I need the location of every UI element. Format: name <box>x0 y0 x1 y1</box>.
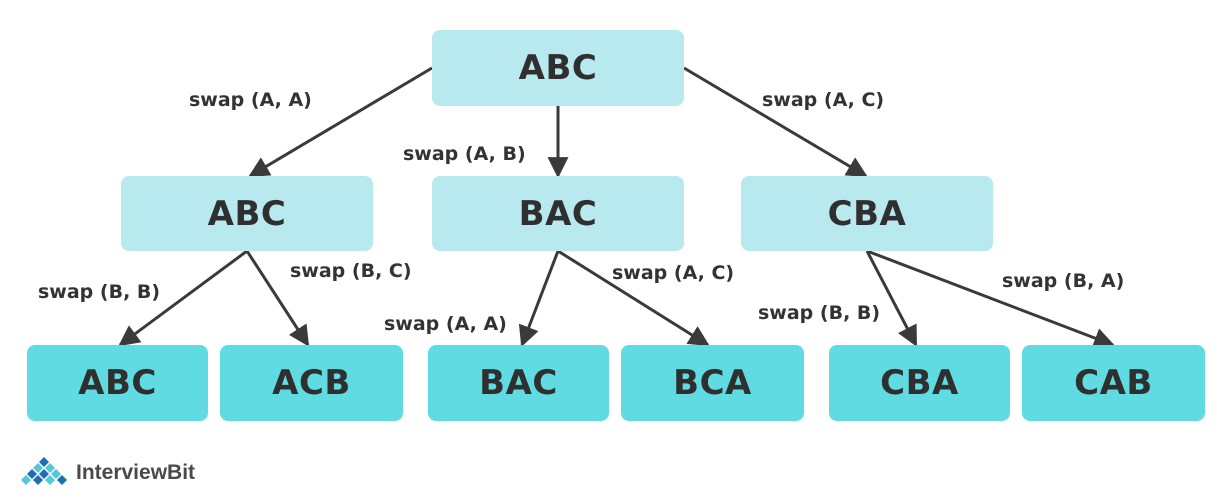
edge-root-to-l1-left <box>248 66 433 178</box>
edge-label-root-l1-right: swap (A, C) <box>762 89 885 111</box>
edge-l1-right-to-l2-5 <box>865 250 918 347</box>
node-l2-5: CBA <box>829 345 1010 421</box>
node-l1-left: ABC <box>121 176 373 251</box>
edge-l1-right-to-l2-6 <box>866 249 1115 349</box>
node-l2-3: BAC <box>428 345 609 421</box>
node-l1-right: CBA <box>741 176 993 251</box>
edge-root-to-l1-right <box>683 66 868 178</box>
node-root: ABC <box>432 30 684 106</box>
node-l2-2: ACB <box>220 345 403 421</box>
edge-label-root-l1-mid: swap (A, B) <box>403 143 526 165</box>
edge-l1-left-to-l2-2 <box>245 250 310 347</box>
edge-label-l1-right-l2-6: swap (B, A) <box>1002 270 1125 292</box>
edge-label-root-l1-left: swap (A, A) <box>189 89 312 111</box>
node-l2-4: BCA <box>621 345 804 421</box>
edge-label-l1-right-l2-5: swap (B, B) <box>758 302 881 324</box>
node-l2-1: ABC <box>27 345 208 421</box>
edge-l1-mid-to-l2-4 <box>557 249 710 347</box>
interviewbit-diamond-logo-icon <box>21 457 67 485</box>
edge-label-l1-left-l2-1: swap (B, B) <box>38 281 161 303</box>
brand-name: InterviewBit <box>76 461 196 484</box>
edge-l1-mid-to-l2-3 <box>518 250 560 347</box>
edge-l1-left-to-l2-1 <box>118 249 248 347</box>
interviewbit-brand: InterviewBit <box>18 456 195 490</box>
node-l1-mid: BAC <box>432 176 684 251</box>
edge-label-l1-left-l2-2: swap (B, C) <box>290 260 412 282</box>
node-l2-6: CAB <box>1022 345 1205 421</box>
edge-label-l1-mid-l2-3: swap (A, A) <box>384 313 507 335</box>
edge-label-l1-mid-l2-4: swap (A, C) <box>612 262 735 284</box>
